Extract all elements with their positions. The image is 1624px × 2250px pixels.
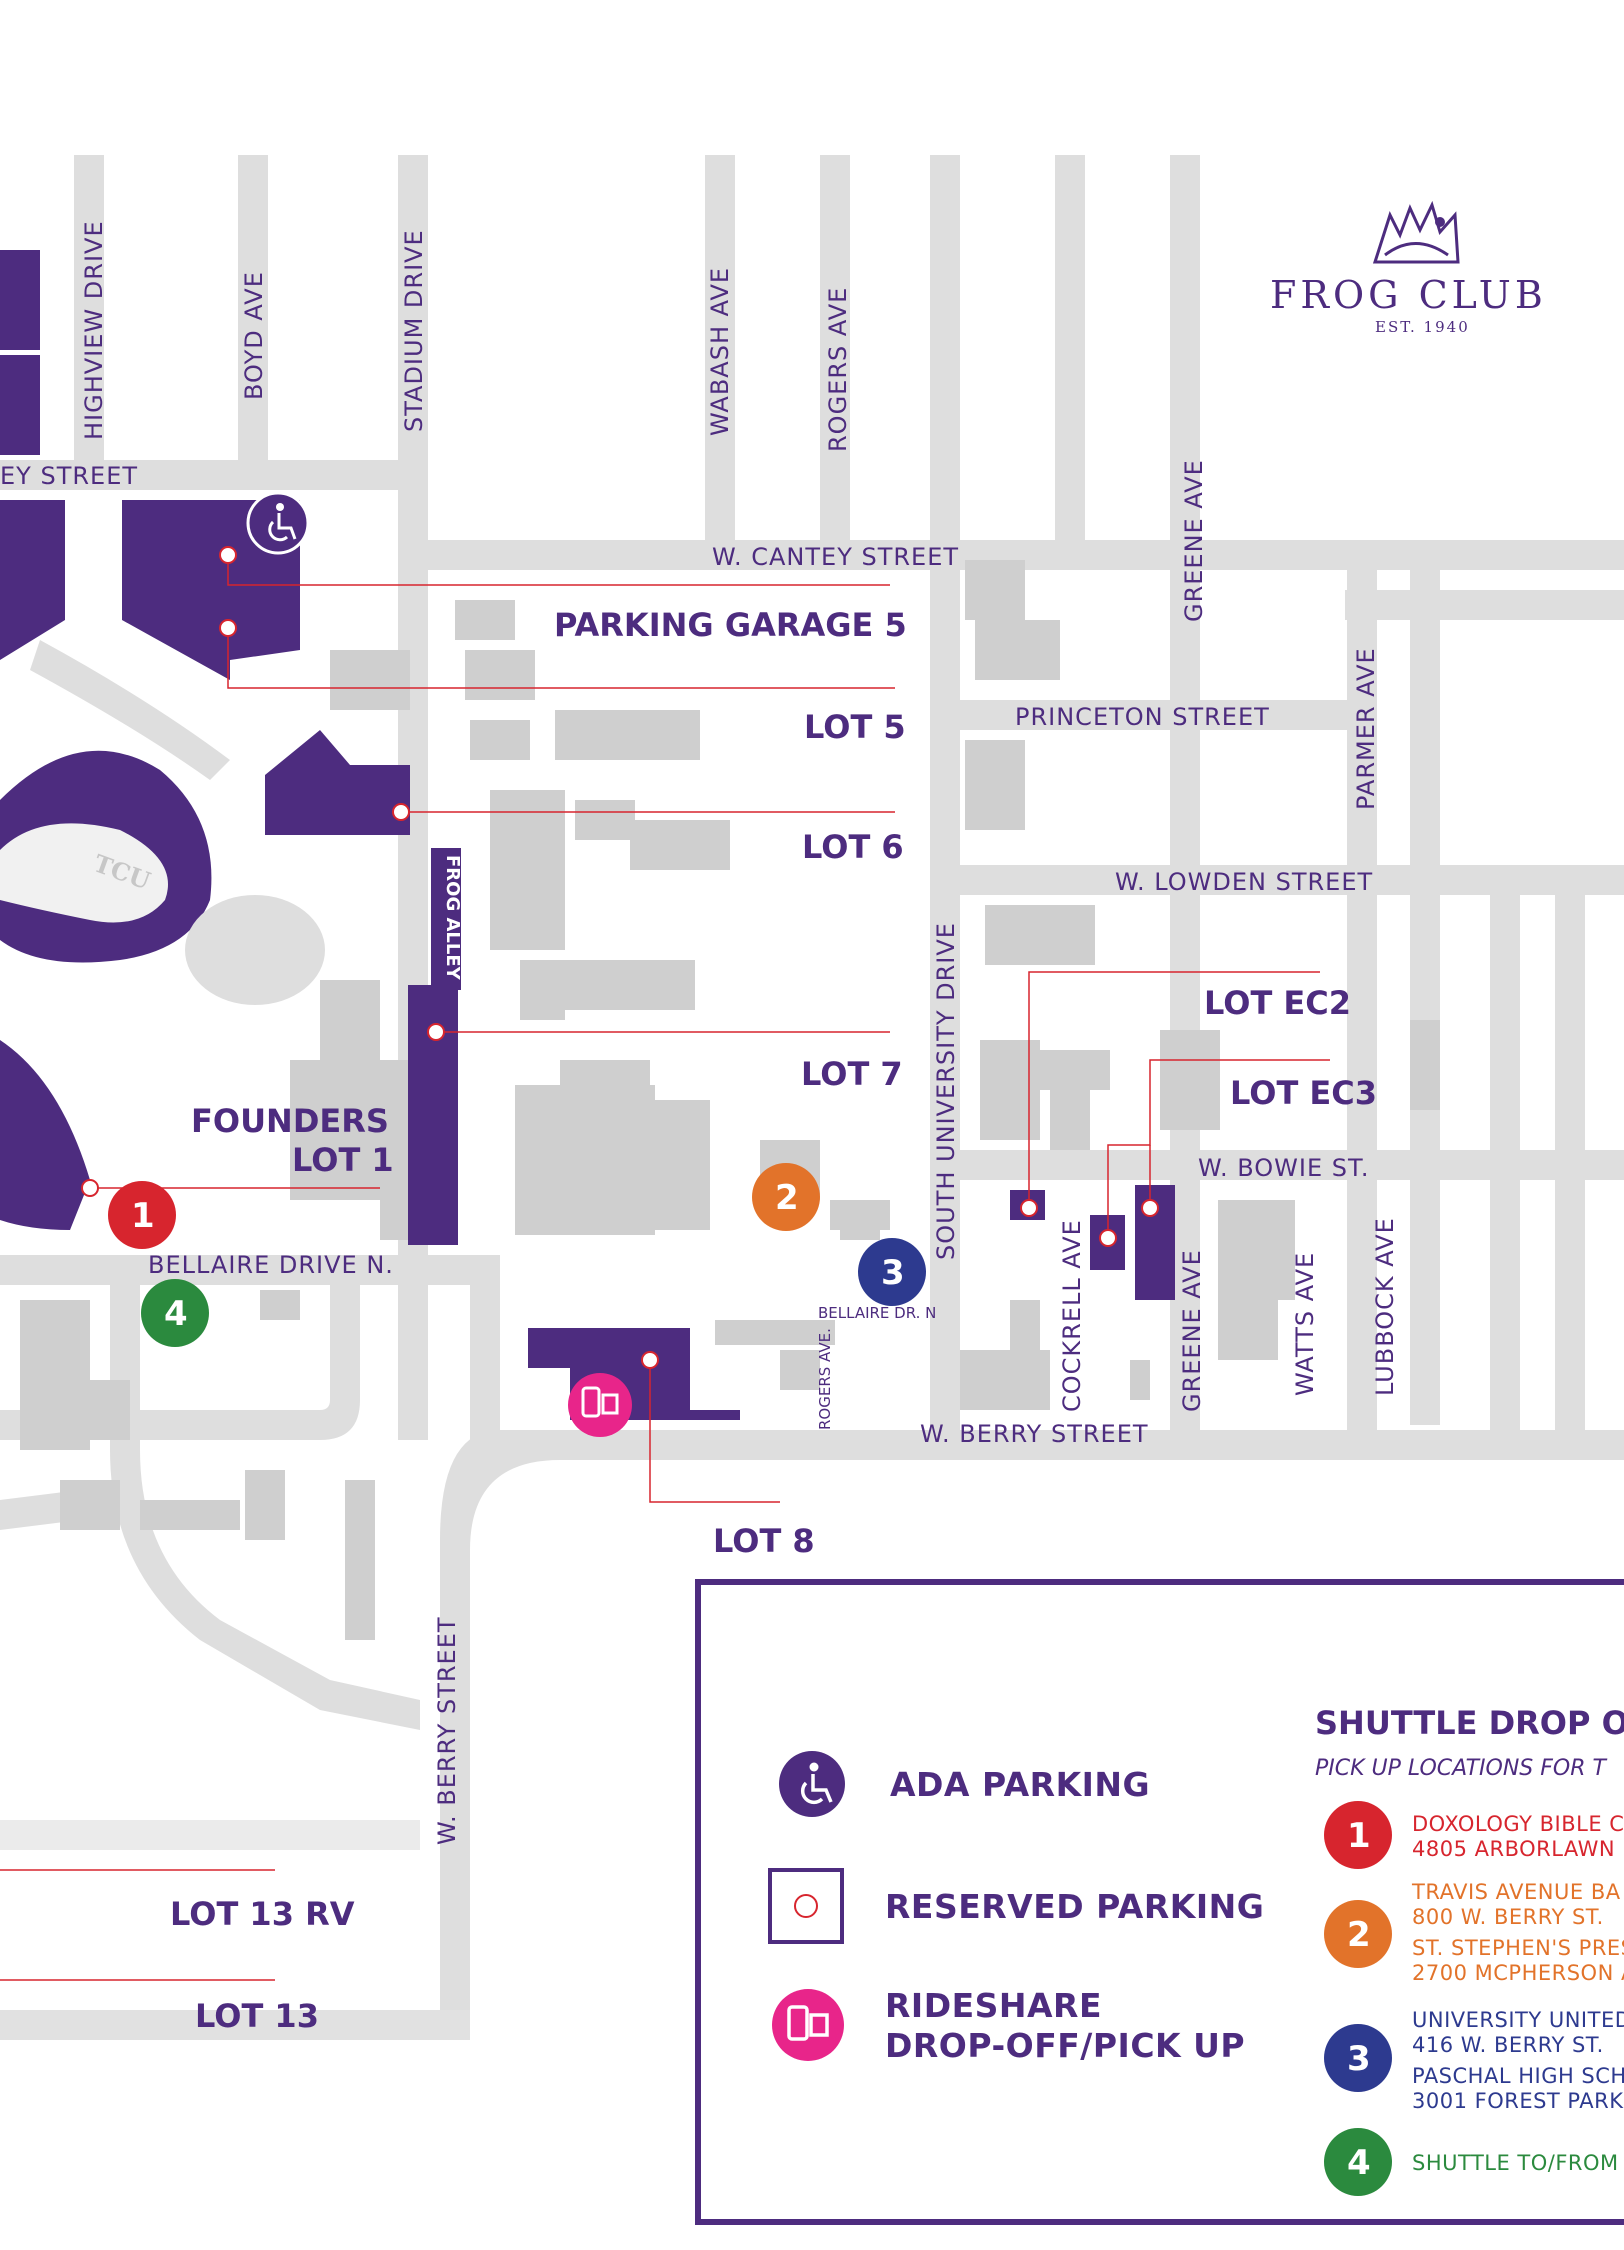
label-lot8: LOT 8 bbox=[713, 1522, 815, 1560]
shuttle-list: SHUTTLE DROP OI PICK UP LOCATIONS FOR T … bbox=[1315, 1704, 1624, 2196]
shuttle-1-line2: 4805 ARBORLAWN bbox=[1412, 1837, 1615, 1861]
brand-est: EST. 1940 bbox=[1375, 318, 1470, 336]
svg-text:2: 2 bbox=[775, 1178, 799, 1218]
street-w-lowden: W. LOWDEN STREET bbox=[1115, 868, 1373, 896]
shuttle-2-num: 2 bbox=[1347, 1915, 1371, 1955]
street-rogers-south: ROGERS AVE. bbox=[816, 1328, 834, 1430]
label-lot5: LOT 5 bbox=[804, 708, 906, 746]
street-watts: WATTS AVE bbox=[1291, 1252, 1319, 1396]
street-parmer: PARMER AVE bbox=[1352, 647, 1380, 810]
svg-text:1: 1 bbox=[131, 1196, 155, 1236]
street-w-berry: W. BERRY STREET bbox=[920, 1420, 1149, 1448]
svg-text:4: 4 bbox=[164, 1294, 188, 1334]
street-princeton: PRINCETON STREET bbox=[1015, 703, 1270, 731]
label-ec2: LOT EC2 bbox=[1204, 984, 1351, 1022]
lot6-shape bbox=[265, 730, 410, 835]
marker-3: 3 bbox=[858, 1238, 926, 1306]
street-highview: HIGHVIEW DRIVE bbox=[80, 220, 108, 440]
rideshare-icon bbox=[772, 1989, 844, 2061]
legend-rideshare-label-1: RIDESHARE bbox=[885, 1986, 1102, 2025]
shuttle-3-num: 3 bbox=[1347, 2039, 1371, 2079]
label-garage5: PARKING GARAGE 5 bbox=[554, 606, 907, 644]
legend-ada-label: ADA PARKING bbox=[890, 1765, 1150, 1804]
street-stadium: STADIUM DRIVE bbox=[400, 229, 428, 432]
reserved-dot bbox=[219, 619, 237, 637]
street-w-berry-vertical: W. BERRY STREET bbox=[433, 1616, 461, 1845]
shuttle-1-num: 1 bbox=[1347, 1816, 1371, 1856]
street-w-bowie: W. BOWIE ST. bbox=[1198, 1154, 1369, 1182]
shuttle-3-line2: 416 W. BERRY ST. bbox=[1412, 2033, 1604, 2057]
marker-4: 4 bbox=[141, 1279, 209, 1347]
street-w-cantey: W. CANTEY STREET bbox=[712, 543, 959, 571]
shuttle-4-line1: SHUTTLE TO/FROM bbox=[1412, 2151, 1619, 2175]
shuttle-subtitle: PICK UP LOCATIONS FOR T bbox=[1315, 1756, 1608, 1781]
label-lot6: LOT 6 bbox=[802, 828, 904, 866]
shuttle-3-line1: UNIVERSITY UNITED bbox=[1412, 2008, 1624, 2032]
label-founders-2: LOT 1 bbox=[292, 1141, 394, 1179]
label-founders-1: FOUNDERS bbox=[191, 1102, 389, 1140]
street-south-university: SOUTH UNIVERSITY DRIVE bbox=[932, 922, 960, 1260]
label-ec3: LOT EC3 bbox=[1230, 1074, 1377, 1112]
street-cockrell: COCKRELL AVE bbox=[1058, 1219, 1086, 1412]
shuttle-4-num: 4 bbox=[1347, 2143, 1371, 2183]
street-labels: HIGHVIEW DRIVE BOYD AVE STADIUM DRIVE WA… bbox=[0, 220, 1399, 1845]
shuttle-2-line2: 800 W. BERRY ST. bbox=[1412, 1905, 1604, 1929]
reserved-dot bbox=[1020, 1199, 1038, 1217]
reserved-dot bbox=[1141, 1199, 1159, 1217]
reserved-dot bbox=[81, 1179, 99, 1197]
wheelchair-icon bbox=[779, 1751, 845, 1817]
legend-rideshare-label-2: DROP-OFF/PICK UP bbox=[885, 2026, 1245, 2065]
shuttle-3-line4: 3001 FOREST PARK bbox=[1412, 2089, 1624, 2113]
reserved-dot bbox=[392, 803, 410, 821]
street-rogers: ROGERS AVE bbox=[824, 287, 852, 452]
lot-labels: PARKING GARAGE 5 LOT 5 LOT 6 LOT 7 LOT E… bbox=[170, 606, 1377, 2035]
label-lot13: LOT 13 bbox=[195, 1997, 319, 2035]
buildings bbox=[20, 560, 1440, 1640]
frog-alley-bg bbox=[431, 848, 461, 990]
shuttle-2-line3: ST. STEPHEN'S PRES bbox=[1412, 1936, 1624, 1960]
shuttle-1-line1: DOXOLOGY BIBLE C bbox=[1412, 1812, 1624, 1836]
street-boyd: BOYD AVE bbox=[240, 271, 268, 400]
reserved-dot bbox=[427, 1023, 445, 1041]
lot8-shape bbox=[528, 1328, 740, 1420]
brand-name: FROG CLUB bbox=[1270, 273, 1547, 317]
reserved-dot bbox=[1099, 1229, 1117, 1247]
frog-club-logo: FROG CLUB EST. 1940 bbox=[1270, 200, 1547, 336]
shuttle-2-line4: 2700 MCPHERSON A bbox=[1412, 1961, 1624, 1985]
marker-2: 2 bbox=[752, 1163, 820, 1231]
shuttle-2-line1: TRAVIS AVENUE BA bbox=[1411, 1880, 1621, 1904]
legend-reserved-label: RESERVED PARKING bbox=[885, 1887, 1264, 1926]
svg-text:3: 3 bbox=[881, 1253, 905, 1293]
legend-reserved: RESERVED PARKING bbox=[768, 1868, 1264, 1944]
legend-ada: ADA PARKING bbox=[779, 1751, 1150, 1817]
reserved-dot bbox=[641, 1351, 659, 1369]
stadium: TCU bbox=[0, 750, 325, 1005]
frog-alley-label: FROG ALLEY bbox=[442, 855, 463, 981]
street-greene-north: GREENE AVE bbox=[1180, 459, 1208, 622]
ada-map-icon bbox=[246, 491, 310, 555]
reserved-dot bbox=[219, 546, 237, 564]
street-bellaire-dr-n: BELLAIRE DR. N bbox=[818, 1304, 936, 1322]
street-greene-south: GREENE AVE bbox=[1178, 1249, 1206, 1412]
label-lot7: LOT 7 bbox=[801, 1055, 903, 1093]
shuttle-markers: 1 2 3 4 bbox=[108, 1163, 926, 1347]
street-lubbock: LUBBOCK AVE bbox=[1371, 1217, 1399, 1396]
street-cantey-west: EY STREET bbox=[0, 462, 138, 490]
reserved-markers bbox=[81, 546, 1159, 1369]
shuttle-3-line3: PASCHAL HIGH SCH bbox=[1412, 2064, 1624, 2088]
label-lot13rv: LOT 13 RV bbox=[170, 1895, 355, 1933]
marker-1: 1 bbox=[108, 1181, 176, 1249]
street-wabash: WABASH AVE bbox=[706, 267, 734, 436]
rideshare-map-icon bbox=[568, 1373, 632, 1437]
street-bellaire-n: BELLAIRE DRIVE N. bbox=[148, 1251, 394, 1279]
legend-box: ADA PARKING RESERVED PARKING RIDESHARE D… bbox=[695, 1579, 1624, 2225]
legend-rideshare: RIDESHARE DROP-OFF/PICK UP bbox=[772, 1986, 1245, 2065]
shuttle-title: SHUTTLE DROP OI bbox=[1315, 1704, 1624, 1742]
